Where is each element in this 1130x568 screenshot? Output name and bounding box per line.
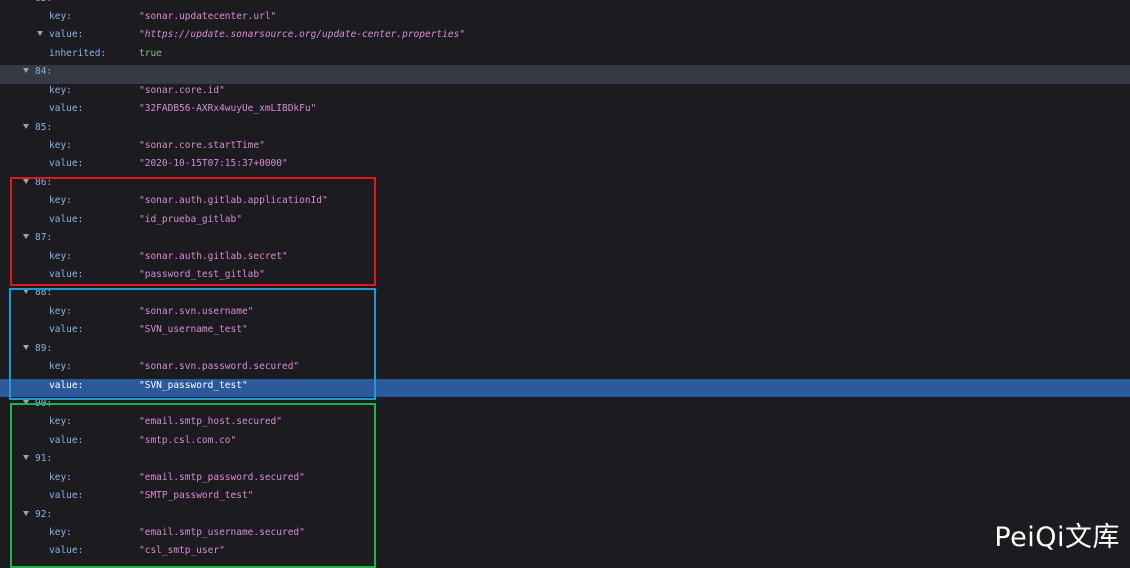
property-value[interactable]: "email.smtp_username.secured" [139,526,305,538]
property-row[interactable]: value: "2020-10-15T07:15:37+0000" [0,157,1130,175]
property-key: key: [49,416,72,428]
expand-chevron-icon[interactable] [23,234,29,240]
expand-chevron-icon[interactable] [23,178,29,184]
property-value[interactable]: "sonar.svn.username" [139,305,254,317]
property-key: key: [49,361,72,373]
property-value[interactable]: "SVN_username_test" [139,324,248,336]
index-row[interactable]: 92: [0,508,1130,526]
index-row[interactable]: 91: [0,452,1130,470]
property-value[interactable]: "csl_smtp_user" [139,545,225,557]
property-value[interactable]: "sonar.auth.gitlab.applicationId" [139,195,328,207]
index-row[interactable]: 84: [0,65,1130,84]
index-label: 89: [35,342,53,354]
property-row[interactable]: value: "SVN_username_test" [0,323,1130,341]
property-value[interactable]: "https://update.sonarsource.org/update-c… [139,29,466,41]
property-key: value: [49,324,84,336]
index-row[interactable]: 90: [0,397,1130,415]
property-value[interactable]: "email.smtp_password.secured" [139,471,305,483]
index-row[interactable]: 87: [0,231,1130,249]
index-label: 86: [35,176,53,188]
expand-chevron-icon[interactable] [23,123,29,129]
property-row[interactable]: key: "email.smtp_host.secured" [0,415,1130,433]
property-row[interactable]: value: "SMTP_password_test" [0,489,1130,507]
property-key: value: [49,545,84,557]
expand-chevron-icon[interactable] [37,31,43,37]
property-row[interactable]: value: "32FADB56-AXRx4wuyUe_xmLIBDkFu" [0,102,1130,120]
property-key: key: [49,10,72,22]
property-value[interactable]: "sonar.core.id" [139,84,225,96]
property-value[interactable]: "email.smtp_host.secured" [139,416,282,428]
property-key: key: [49,471,72,483]
property-row[interactable]: key: "sonar.updatecenter.url" [0,10,1130,28]
index-row[interactable]: 85: [0,121,1130,139]
property-row[interactable]: value: "SVN_password_test" [0,378,1130,397]
property-row[interactable]: key: "sonar.svn.username" [0,305,1130,323]
index-label: 85: [35,121,53,133]
property-row[interactable]: key: "email.smtp_username.secured" [0,526,1130,544]
property-row[interactable]: value: "id_prueba_gitlab" [0,213,1130,231]
property-row[interactable]: key: "sonar.core.id" [0,84,1130,102]
property-value[interactable]: true [139,47,162,59]
property-value[interactable]: "2020-10-15T07:15:37+0000" [139,158,288,170]
property-row[interactable]: inherited: true [0,47,1130,65]
property-value[interactable]: "SVN_password_test" [139,379,248,391]
property-value[interactable]: "32FADB56-AXRx4wuyUe_xmLIBDkFu" [139,103,317,115]
index-row[interactable]: 89: [0,342,1130,360]
index-label: 88: [35,287,53,299]
property-key: value: [49,490,84,502]
property-row[interactable]: key: "sonar.auth.gitlab.applicationId" [0,194,1130,212]
index-row[interactable]: 88: [0,286,1130,304]
index-row[interactable]: 86: [0,176,1130,194]
property-row[interactable]: key: "sonar.core.startTime" [0,139,1130,157]
expand-chevron-icon[interactable] [23,510,29,516]
property-key: value: [49,434,84,446]
property-key: inherited: [49,47,107,59]
property-key: value: [49,158,84,170]
property-key: key: [49,250,72,262]
property-key: key: [49,84,72,96]
index-row[interactable]: 83: [0,0,1130,10]
property-value[interactable]: "sonar.auth.gitlab.secret" [139,250,288,262]
expand-chevron-icon[interactable] [23,289,29,295]
watermark: PeiQi文库 [994,522,1120,553]
property-row[interactable]: key: "sonar.auth.gitlab.secret" [0,250,1130,268]
property-row[interactable]: value: "https://update.sonarsource.org/up… [0,28,1130,46]
expand-chevron-icon[interactable] [23,68,29,74]
property-value[interactable]: "id_prueba_gitlab" [139,213,242,225]
property-value[interactable]: "sonar.core.startTime" [139,139,265,151]
property-value[interactable]: "SMTP_password_test" [139,490,254,502]
property-key: value: [49,103,84,115]
expand-chevron-icon[interactable] [23,399,29,405]
expand-chevron-icon[interactable] [23,344,29,350]
expand-chevron-icon[interactable] [23,455,29,461]
property-row[interactable]: value: "csl_smtp_user" [0,544,1130,562]
property-row[interactable]: key: "email.smtp_password.secured" [0,471,1130,489]
index-label: 84: [35,66,53,78]
property-key: value: [49,268,84,280]
property-value[interactable]: "sonar.svn.password.secured" [139,361,300,373]
property-row[interactable]: value: "password_test_gitlab" [0,268,1130,286]
index-label: 91: [35,453,53,465]
property-row[interactable]: key: "sonar.svn.password.secured" [0,360,1130,378]
property-row[interactable]: value: "smtp.csl.com.co" [0,434,1130,452]
property-key: key: [49,195,72,207]
property-key: key: [49,526,72,538]
index-label: 87: [35,232,53,244]
property-key: value: [49,29,84,41]
index-label: 83: [35,0,52,4]
property-key: key: [49,139,72,151]
property-key: value: [49,379,84,391]
property-key: key: [49,305,72,317]
property-value[interactable]: "sonar.updatecenter.url" [139,10,277,22]
property-value[interactable]: "password_test_gitlab" [139,268,265,280]
property-key: value: [49,213,84,225]
index-label: 90: [35,397,53,409]
index-label: 92: [35,508,53,520]
property-value[interactable]: "smtp.csl.com.co" [139,434,237,446]
